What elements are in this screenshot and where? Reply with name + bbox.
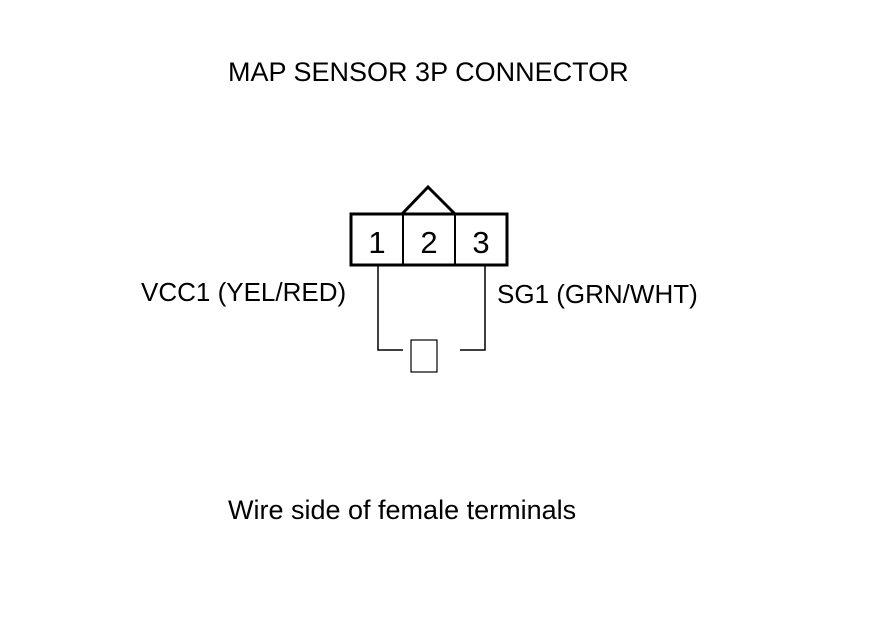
connector-body [349,212,509,267]
sensor-symbol [410,339,438,373]
diagram-caption: Wire side of female terminals [228,495,577,525]
wire-label-sg1: SG1 (GRN/WHT) [497,279,698,309]
terminal-number: 2 [420,225,437,260]
terminal-number: 1 [368,225,385,260]
wire-right [460,265,486,351]
wire-label-vcc1: VCC1 (YEL/RED) [141,277,347,307]
wire-left [377,265,403,351]
diagram-title: MAP SENSOR 3P CONNECTOR [228,57,629,87]
terminal-number: 3 [472,225,489,260]
connector-lock-tab [400,184,457,216]
